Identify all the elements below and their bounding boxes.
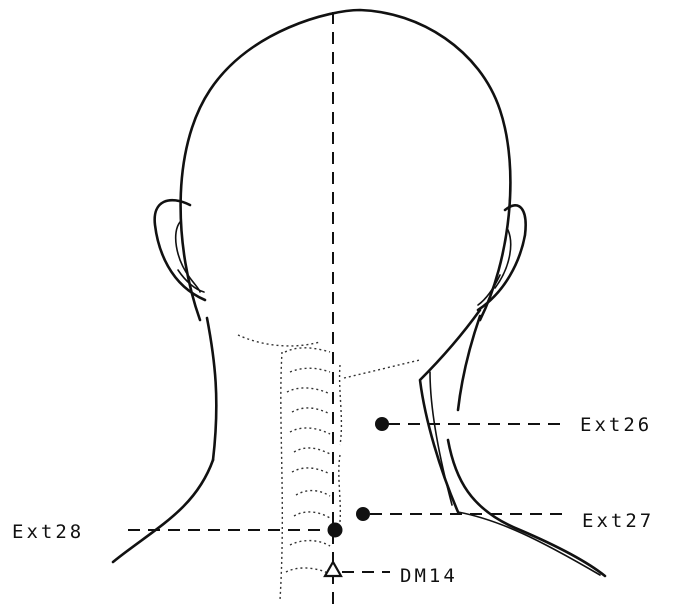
dm14-label: DM14 <box>400 565 458 587</box>
dm14-point <box>325 562 341 576</box>
right-shoulder <box>448 440 605 576</box>
neck-left-side <box>207 318 216 460</box>
occipital-outline <box>238 335 320 346</box>
neck-muscle-lower <box>458 512 600 575</box>
neck-right-side <box>458 316 480 410</box>
ext26-label: Ext26 <box>580 414 652 436</box>
ext26-point <box>375 417 389 431</box>
occipital-outline-right <box>344 360 420 378</box>
head-outline <box>181 10 511 320</box>
ext28-label: Ext28 <box>12 521 84 543</box>
ext27-label: Ext27 <box>582 510 654 532</box>
ext28-point <box>328 523 343 538</box>
left-shoulder <box>113 460 213 562</box>
ext27-point <box>356 507 370 521</box>
